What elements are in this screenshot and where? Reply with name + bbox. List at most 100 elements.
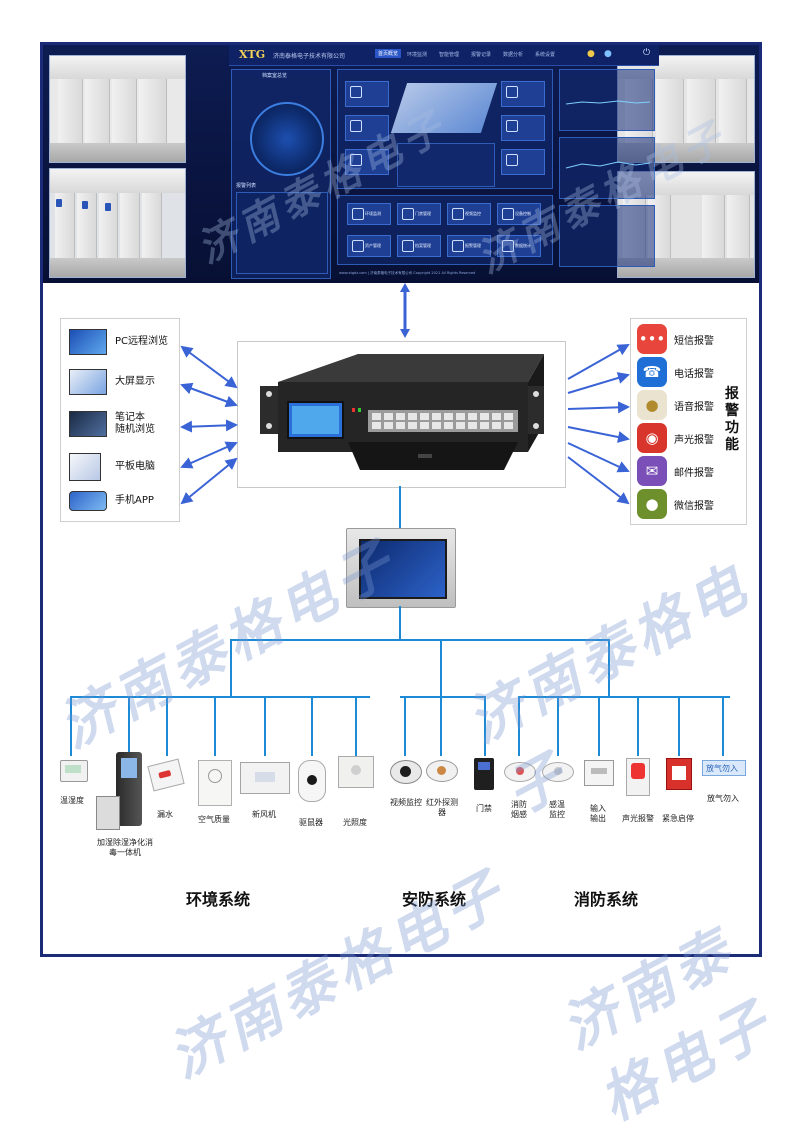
module-environment[interactable]: 环境监测 — [347, 203, 391, 225]
client-label-pc: PC远程浏览 — [115, 336, 169, 347]
alarm-phone[interactable]: ☎ 电话报警 — [637, 357, 714, 387]
sensor-label-infrared: 红外探测 器 — [426, 798, 458, 817]
sensor-light[interactable] — [338, 756, 374, 788]
client-phone[interactable]: 手机APP — [69, 491, 154, 511]
module-archives[interactable]: 档案管理 — [397, 235, 441, 257]
monitor-icon — [69, 329, 107, 355]
alarm-light-sound[interactable]: ◉ 声光报警 — [637, 423, 714, 453]
module-assets[interactable]: 资产管理 — [347, 235, 391, 257]
sensor-label-smoke: 消防 烟感 — [511, 800, 527, 819]
sms-icon: ••• — [637, 324, 667, 354]
sensor-smoke[interactable] — [504, 762, 536, 782]
client-laptop[interactable]: 笔记本 随机浏览 — [69, 411, 155, 437]
client-pc[interactable]: PC远程浏览 — [69, 329, 168, 355]
touch-panel-screen — [359, 539, 447, 599]
module-devices[interactable]: 设备控制 — [497, 203, 541, 225]
module-alarms[interactable]: 报警管理 — [447, 235, 491, 257]
tab-overview[interactable]: 首页概览 — [375, 49, 402, 58]
sensor-label-purifier: 加湿除湿净化消 毒一体机 — [97, 838, 153, 857]
sensor-io[interactable] — [584, 760, 614, 786]
client-tablet[interactable]: 平板电脑 — [69, 453, 155, 481]
company-name: 济南泰格电子技术有限公司 — [273, 53, 346, 60]
tab-environment[interactable]: 环境监测 — [407, 52, 428, 58]
alarm-wechat[interactable]: ● 微信报警 — [637, 489, 714, 519]
sensor-emergency[interactable] — [666, 758, 692, 790]
notice-panel — [559, 205, 655, 267]
sensor-gas-sign[interactable]: 放气勿入 — [702, 760, 746, 776]
rodent-repeller-icon — [307, 775, 317, 785]
xtg-logo: XTG — [239, 48, 266, 61]
temperature-line-chart — [565, 100, 651, 105]
drop-line — [557, 696, 559, 756]
drop-line — [70, 696, 72, 756]
alarm-label-mail: 邮件报警 — [674, 467, 714, 479]
power-icon[interactable]: ⏻ — [643, 48, 651, 58]
sensor-camera[interactable] — [390, 760, 422, 784]
sensor-label-camera: 视频监控 — [390, 798, 422, 807]
drop-line — [166, 696, 168, 756]
sensor-heat[interactable] — [542, 762, 574, 782]
alarm-label-sms: 短信报警 — [674, 335, 714, 347]
alarm-label-light-sound: 声光报警 — [674, 434, 714, 446]
sensor-infrared[interactable] — [426, 760, 458, 782]
sensor-air-quality[interactable] — [198, 760, 232, 806]
camera-icon — [400, 766, 411, 777]
status-tile-5[interactable] — [501, 115, 545, 141]
alarm-label-phone: 电话报警 — [674, 368, 714, 380]
module-access[interactable]: 门禁管理 — [397, 203, 441, 225]
mail-icon: ✉ — [637, 456, 667, 486]
alarm-arrows — [567, 344, 630, 505]
status-tile-1[interactable] — [345, 81, 389, 107]
humidity-line-chart — [565, 161, 651, 169]
branch-bar — [230, 639, 610, 641]
user-icon[interactable]: ● — [604, 49, 612, 59]
sensor-access[interactable] — [474, 758, 494, 790]
drop-line — [722, 696, 724, 756]
drop-line — [404, 696, 406, 756]
gateway-device-image — [260, 354, 544, 470]
air-quality-icon — [208, 769, 222, 783]
drop-line — [484, 696, 486, 756]
bell-icon[interactable]: ● — [587, 49, 595, 59]
client-large-screen[interactable]: 大屏显示 — [69, 369, 155, 395]
client-label-tablet: 平板电脑 — [115, 461, 155, 472]
alarm-voice[interactable]: ● 语音报警 — [637, 390, 714, 420]
client-label-phone: 手机APP — [115, 495, 154, 506]
infrared-detector-icon — [437, 766, 446, 775]
sensor-thermo-hygrometer[interactable] — [60, 760, 88, 782]
heat-detector-icon — [554, 767, 562, 775]
tab-alarm-records[interactable]: 报警记录 — [471, 52, 492, 58]
module-video[interactable]: 视频监控 — [447, 203, 491, 225]
laptop-icon — [69, 411, 107, 437]
sensor-label-fresh-air: 新风机 — [252, 810, 276, 819]
tab-settings[interactable]: 系统设置 — [535, 52, 556, 58]
tab-analysis[interactable]: 数据分析 — [503, 52, 524, 58]
status-tile-3[interactable] — [345, 149, 389, 175]
tab-management[interactable]: 智能管理 — [439, 52, 460, 58]
sensor-rodent[interactable] — [298, 760, 326, 802]
gateway-device-panel — [237, 341, 566, 488]
status-tile-4[interactable] — [501, 81, 545, 107]
status-tile-2[interactable] — [345, 115, 389, 141]
wechat-icon: ● — [637, 489, 667, 519]
alarm-label-wechat: 微信报警 — [674, 500, 714, 512]
trunk-line — [399, 606, 401, 640]
strobe-alarm-icon — [631, 763, 645, 779]
sensor-purifier[interactable] — [116, 752, 142, 826]
alarm-mail[interactable]: ✉ 邮件报警 — [637, 456, 714, 486]
system-security: 安防系统 — [402, 890, 467, 909]
fire-bus — [520, 696, 730, 698]
module-statistics[interactable]: 数据统计 — [497, 235, 541, 257]
dashboard-footer: www.xtgdz.com | 济南泰格电子技术有限公司 Copyright 2… — [339, 271, 476, 275]
drop-line — [311, 696, 313, 756]
leak-sensor-icon — [158, 769, 172, 779]
sensor-fresh-air[interactable] — [240, 762, 290, 794]
client-access-panel: PC远程浏览 大屏显示 笔记本 随机浏览 平板电脑 手机APP — [60, 318, 180, 522]
env-bus — [70, 696, 370, 698]
sensor-label-air: 空气质量 — [198, 815, 230, 824]
sensor-strobe[interactable] — [626, 758, 650, 796]
sensor-label-rodent: 驱鼠器 — [299, 818, 323, 827]
alarm-sms[interactable]: ••• 短信报警 — [637, 324, 714, 354]
client-label-laptop: 笔记本 随机浏览 — [115, 412, 155, 435]
status-tile-6[interactable] — [501, 149, 545, 175]
